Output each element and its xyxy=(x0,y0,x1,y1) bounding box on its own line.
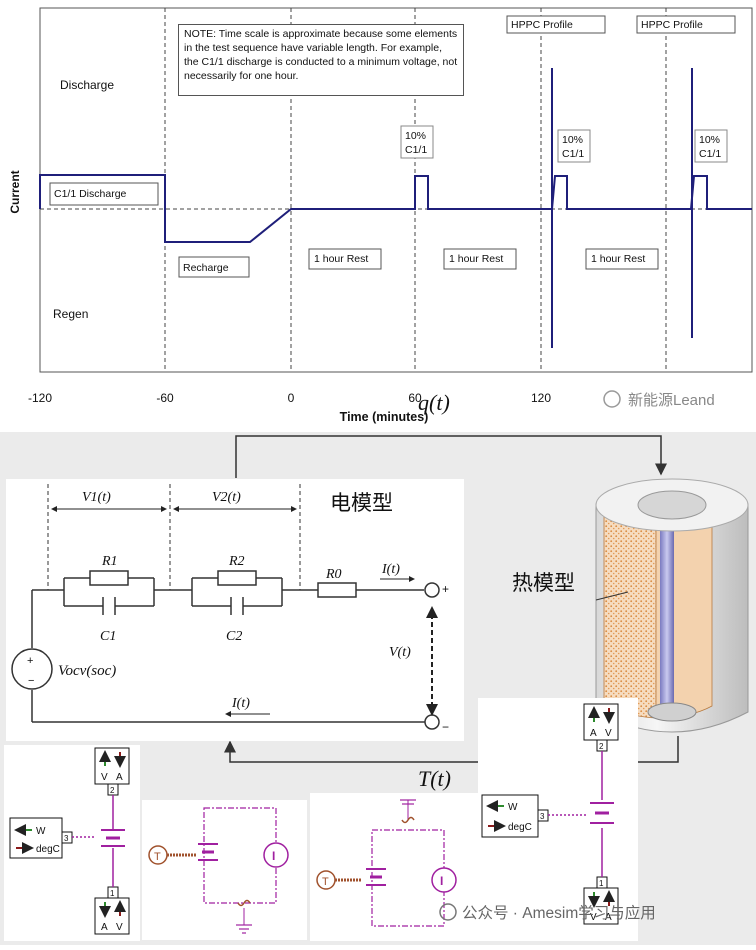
svg-text:+: + xyxy=(27,655,33,667)
svg-text:−: − xyxy=(28,675,34,687)
r2-label: R2 xyxy=(228,554,245,569)
port-w-label: W xyxy=(36,826,46,837)
hppc-box-1: HPPC Profile xyxy=(506,15,606,34)
amesim-battery-block-left: V A 2 A V 1 W degC 3 xyxy=(4,745,140,941)
pulse-pct: 10% xyxy=(699,134,720,146)
r0-label: R0 xyxy=(325,567,342,582)
port-degc-label: degC xyxy=(36,844,60,855)
r1-label: R1 xyxy=(101,554,118,569)
c1-label: C1 xyxy=(100,629,116,644)
pulse-rate: C1/1 xyxy=(562,148,584,160)
port-v-label: V xyxy=(116,922,123,933)
x-tick: 120 xyxy=(531,391,551,405)
hppc-label: HPPC Profile xyxy=(641,19,703,31)
v1-label: V1(t) xyxy=(82,490,111,505)
port-a-label: A xyxy=(116,772,123,783)
ocv-source xyxy=(11,648,53,690)
current-label-bottom: I(t) xyxy=(231,696,250,711)
port-number: 2 xyxy=(110,786,115,795)
v2-label: V2(t) xyxy=(212,490,241,505)
positive-terminal-sign: + xyxy=(442,582,449,596)
current-profile-line xyxy=(39,174,752,243)
amesim-thermal-circuit-1: T I xyxy=(142,800,307,940)
thermal-symbol: T xyxy=(322,876,329,888)
electrical-model-panel: 电模型 V1(t) V2(t) xyxy=(6,479,464,741)
hppc-label: HPPC Profile xyxy=(511,19,573,31)
port-number: 1 xyxy=(599,879,604,888)
temperature-arrow xyxy=(224,736,679,763)
x-tick: -60 xyxy=(156,391,174,405)
regen-label: Regen xyxy=(53,307,88,321)
port-number: 3 xyxy=(64,834,69,843)
rest-label: 1 hour Rest xyxy=(449,253,503,265)
rest-label: 1 hour Rest xyxy=(591,253,645,265)
port-v-label: V xyxy=(590,912,597,923)
amesim-battery-block-right: A V 2 V A 1 W degC 3 xyxy=(478,698,638,941)
amesim-thermal-circuit-2: T I xyxy=(310,793,478,941)
electrical-model-title: 电模型 xyxy=(330,492,393,515)
port-v-label: V xyxy=(101,772,108,783)
port-v-label: V xyxy=(605,728,612,739)
rest-box-2: 1 hour Rest xyxy=(443,248,517,270)
pulse-label-1: 10% C1/1 xyxy=(400,125,434,159)
pulse-label-2: 10% C1/1 xyxy=(557,129,591,163)
recharge-label: Recharge xyxy=(183,262,229,274)
watermark-icon xyxy=(603,390,621,408)
hppc-box-2: HPPC Profile xyxy=(636,15,736,34)
x-axis-label: Time (minutes) xyxy=(340,410,429,424)
current-source-symbol xyxy=(263,842,289,868)
current-label-top: I(t) xyxy=(381,562,400,577)
port-a-label: A xyxy=(605,912,612,923)
rest-box-3: 1 hour Rest xyxy=(585,248,659,270)
pulse-pct: 10% xyxy=(405,130,426,142)
thermal-model-title: 热模型 xyxy=(512,572,575,595)
current-symbol: I xyxy=(440,874,443,888)
footer-watermark: 公众号 · Amesim学习与应用 xyxy=(439,903,656,922)
thermal-model: 热模型 xyxy=(512,478,749,733)
heat-flow-label: q(t) xyxy=(418,390,450,415)
x-tick: 60 xyxy=(408,391,422,405)
recharge-box: Recharge xyxy=(178,256,250,278)
port-number: 1 xyxy=(110,889,115,898)
negative-terminal xyxy=(424,714,440,730)
timescale-note: NOTE: Time scale is approximate because … xyxy=(178,24,464,96)
ocv-label: Vocv(soc) xyxy=(58,663,116,679)
port-number: 3 xyxy=(540,812,545,821)
wechat-icon xyxy=(439,903,457,921)
top-watermark: 新能源Leand xyxy=(603,390,715,409)
c1-discharge-label: C1/1 Discharge xyxy=(54,188,127,200)
rest-box-1: 1 hour Rest xyxy=(308,248,382,270)
heat-flow-arrow xyxy=(235,435,667,478)
x-tick: -120 xyxy=(28,391,52,405)
c2-label: C2 xyxy=(226,629,242,644)
port-w-label: W xyxy=(508,802,518,813)
port-a-label: A xyxy=(590,728,597,739)
temperature-label: T(t) xyxy=(418,766,451,791)
port-number: 2 xyxy=(599,742,604,751)
cell-core xyxy=(660,520,674,710)
rest-label: 1 hour Rest xyxy=(314,253,368,265)
positive-terminal xyxy=(424,582,440,598)
x-tick: 0 xyxy=(288,391,295,405)
negative-terminal-sign: − xyxy=(442,720,449,734)
pulse-pct: 10% xyxy=(562,134,583,146)
thermal-symbol: T xyxy=(154,851,161,863)
pulse-label-3: 10% C1/1 xyxy=(694,129,728,163)
discharge-label: Discharge xyxy=(60,78,114,92)
current-symbol: I xyxy=(272,849,275,863)
top-watermark-text: 新能源Leand xyxy=(628,392,715,409)
y-axis-label: Current xyxy=(8,170,22,213)
terminal-voltage-label: V(t) xyxy=(389,645,411,660)
port-degc-label: degC xyxy=(508,822,532,833)
footer-watermark-text: 公众号 · Amesim学习与应用 xyxy=(462,903,656,922)
port-a-label: A xyxy=(101,922,108,933)
x-tick-labels: -120 -60 0 60 120 xyxy=(28,391,551,405)
pulse-rate: C1/1 xyxy=(405,144,427,156)
pulse-rate: C1/1 xyxy=(699,148,721,160)
current-source-symbol xyxy=(431,867,457,893)
c1-discharge-box: C1/1 Discharge xyxy=(49,182,159,206)
